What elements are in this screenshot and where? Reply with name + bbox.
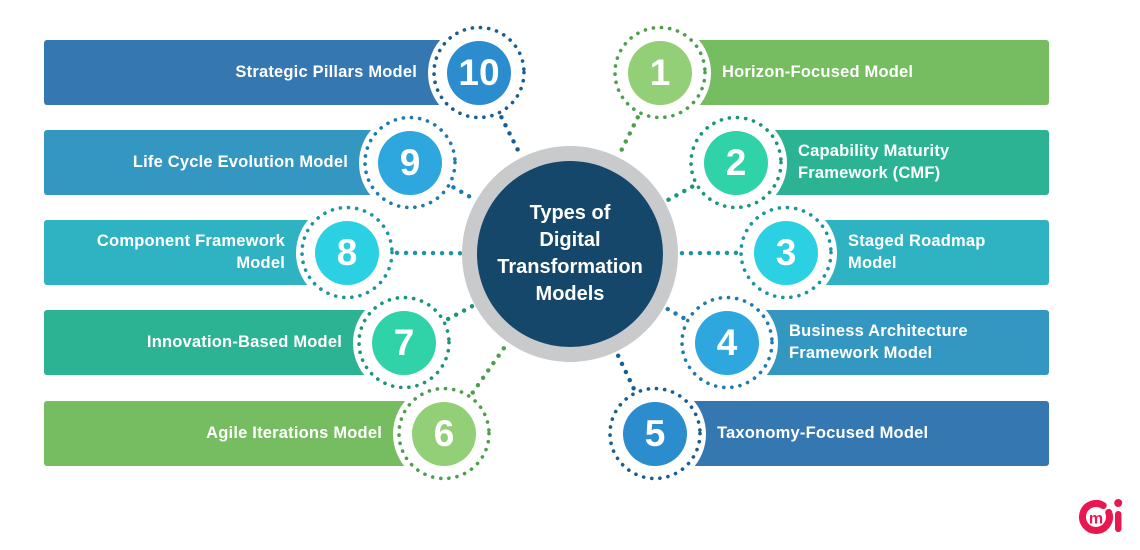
model-bar-6: Agile Iterations Model <box>44 401 444 466</box>
number-badge-1: 1 <box>628 40 692 105</box>
connector-line-2 <box>664 184 695 204</box>
number-label-4: 4 <box>716 321 738 363</box>
model-label-7: Innovation-Based Model <box>146 332 342 351</box>
model-label-10: Strategic Pillars Model <box>235 62 417 81</box>
logo-c-ring <box>1079 500 1113 534</box>
number-badge-3: 3 <box>754 220 818 285</box>
number-badge-7: 7 <box>372 310 436 375</box>
connector-line-4 <box>663 305 686 321</box>
model-bar-10: Strategic Pillars Model <box>44 40 479 105</box>
number-label-2: 2 <box>725 141 747 183</box>
connector-line-10 <box>499 114 523 158</box>
logo-m: m <box>1089 511 1103 528</box>
number-label-7: 7 <box>393 321 415 363</box>
model-bar-1: Horizon-Focused Model <box>660 40 1049 105</box>
number-label-9: 9 <box>399 141 421 183</box>
connector-line-6 <box>470 341 510 395</box>
number-label-1: 1 <box>649 51 671 93</box>
model-bar-5: Taxonomy-Focused Model <box>655 401 1049 466</box>
number-badge-6: 6 <box>412 401 476 466</box>
logo-i-stem <box>1115 511 1122 532</box>
model-label-6: Agile Iterations Model <box>206 423 382 442</box>
number-label-10: 10 <box>458 51 500 93</box>
number-badge-4: 4 <box>695 310 759 375</box>
brand-logo: m <box>1079 499 1123 534</box>
model-bar-9: Life Cycle Evolution Model <box>44 130 410 195</box>
connector-line-1 <box>616 115 640 158</box>
model-label-9: Life Cycle Evolution Model <box>132 152 348 171</box>
number-badge-2: 2 <box>704 130 768 195</box>
number-badge-8: 8 <box>315 220 379 285</box>
model-label-5: Taxonomy-Focused Model <box>717 423 929 442</box>
number-label-3: 3 <box>775 231 797 273</box>
number-badge-5: 5 <box>623 401 687 466</box>
connector-line-7 <box>445 303 476 322</box>
logo-i-dot <box>1114 499 1123 507</box>
number-badge-10: 10 <box>447 40 511 105</box>
model-label-1: Horizon-Focused Model <box>722 62 914 81</box>
number-label-5: 5 <box>644 412 666 454</box>
connector-line-5 <box>614 351 636 391</box>
model-bar-7: Innovation-Based Model <box>44 310 404 375</box>
number-label-6: 6 <box>433 412 455 454</box>
number-label-8: 8 <box>336 231 358 273</box>
number-badge-9: 9 <box>378 130 442 195</box>
connector-line-9 <box>451 185 477 202</box>
